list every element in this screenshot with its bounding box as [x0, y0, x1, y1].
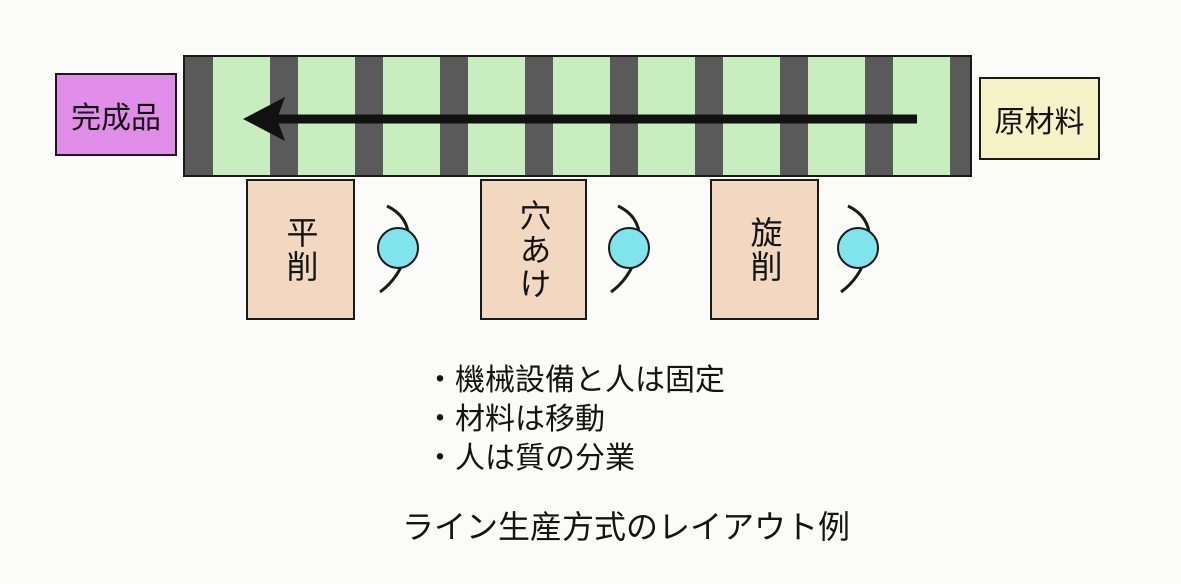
station-label: 旋削 — [745, 215, 784, 284]
flow-arrow-head-icon — [243, 97, 285, 141]
raw-material-box: 原材料 — [979, 77, 1100, 160]
raw-material-label: 原材料 — [994, 104, 1085, 140]
station-label: 穴あけ — [514, 198, 553, 301]
conveyor-stripes — [185, 57, 970, 175]
station-turning: 旋削 — [710, 179, 819, 320]
station-label: 平削 — [281, 215, 320, 284]
belt-dark-stripe — [950, 57, 970, 175]
station-planing: 平削 — [246, 179, 355, 320]
note-division-of-labor: ・人は質の分業 — [425, 441, 635, 476]
note-material-moves: ・材料は移動 — [425, 402, 605, 437]
worker-icon — [608, 204, 650, 294]
finished-goods-label: 完成品 — [71, 100, 161, 136]
note-fixed-equipment: ・機械設備と人は固定 — [425, 363, 725, 398]
worker-icon — [377, 204, 419, 294]
worker-icon — [837, 204, 879, 294]
diagram-caption: ライン生産方式のレイアウト例 — [402, 508, 851, 546]
belt-dark-stripe — [185, 57, 213, 175]
conveyor-belt — [183, 55, 972, 177]
finished-goods-box: 完成品 — [55, 73, 177, 156]
station-drilling: 穴あけ — [480, 179, 587, 320]
